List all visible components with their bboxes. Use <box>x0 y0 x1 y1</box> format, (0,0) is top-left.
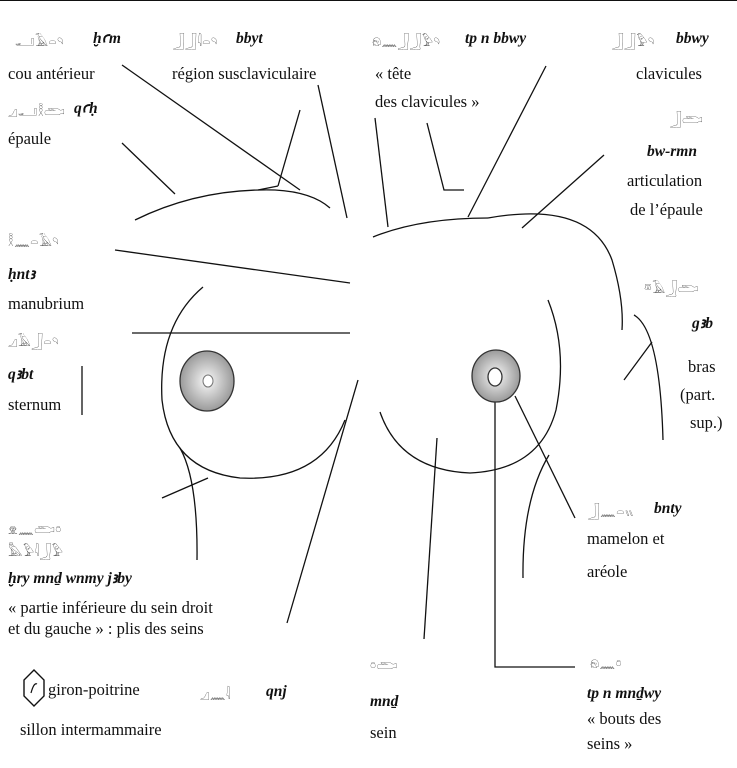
hieroglyph-mnd: 𓏌𓂧 <box>370 659 398 674</box>
top-rule <box>0 0 737 1</box>
left-arm-line <box>633 314 664 441</box>
right-body-side <box>179 447 198 561</box>
translit-hry-mnd: ḫry mnḏ wnmy jꜣby <box>8 570 132 587</box>
hieroglyph-q3bt: 𓈎𓄿𓃀𓏏𓄹 <box>8 335 59 350</box>
gloss-bw-rmn-1: articulation <box>627 171 703 190</box>
right-shoulder-curve <box>134 189 331 221</box>
hieroglyph-bbyt: 𓃀𓃀𓇋𓏏𓄹 <box>173 35 218 50</box>
hieroglyph-hry-mnd-2: 𓅓𓅱𓇋𓃀𓅱 <box>8 545 64 560</box>
left-nipple <box>487 367 503 387</box>
gloss-hry-mnd-2: et du gauche » : plis des seins <box>8 619 204 638</box>
translit-mnd: mnḏ <box>370 693 399 710</box>
gloss-g3b-1: bras <box>688 357 716 376</box>
translit-tp-n-bbwy: tp n bbwy <box>465 30 527 47</box>
translit-bbwy: bbwy <box>676 30 709 47</box>
hieroglyph-qnj: 𓈎𓈖𓇋 <box>200 688 231 703</box>
gloss-g3b-2: (part. <box>680 385 716 404</box>
gloss-hnt3: manubrium <box>8 294 85 313</box>
hieroglyph-bbwy: 𓃀𓃀𓅱𓄹 <box>612 35 655 50</box>
hieroglyph-qch: 𓈎𓂝𓎛𓂧 <box>8 105 66 120</box>
left-clavicle-curve <box>372 217 489 238</box>
hieroglyph-hnt3: 𓎛𓈖𓏏𓄿𓄹 <box>8 235 60 250</box>
hieroglyph-tp-n-mndwy: 𓁶𓈖𓏌 <box>590 657 623 672</box>
left-breast-outline <box>379 299 562 474</box>
gloss-bnty-2: aréole <box>587 562 628 581</box>
right-breast-outline <box>161 286 346 479</box>
translit-g3b: gꜣb <box>692 315 714 332</box>
gloss-hry-mnd-1: « partie inférieure du sein droit <box>8 598 213 617</box>
left-shoulder-curve <box>487 213 623 331</box>
gloss-tp-n-mndwy-2: seins » <box>587 734 633 753</box>
gloss-q3bt: sternum <box>8 395 62 414</box>
translit-q3bt: qꜣbt <box>8 366 34 383</box>
translit-bbyt: bbyt <box>236 30 263 47</box>
gloss-tp-n-mndwy-1: « bouts des <box>587 709 662 728</box>
hieroglyph-hry-mnd-1: 𓁷𓈖𓂧𓏌 <box>8 523 62 538</box>
gloss-qch: épaule <box>8 129 52 148</box>
gloss-tp-n-bbwy-1: « tête <box>375 64 412 83</box>
gloss-bbwy: clavicules <box>636 64 702 83</box>
hieroglyph-bnty: 𓃀𓈖𓏏𓏭 <box>588 505 634 520</box>
translit-qnj: qnj <box>266 683 287 700</box>
gloss-tp-n-bbwy-2: des clavicules » <box>375 92 480 111</box>
translit-tp-n-mndwy: tp n mnḏwy <box>587 685 662 702</box>
giron-cartouche-icon <box>23 669 45 707</box>
translit-hcm: ḫꜥm <box>93 30 121 47</box>
gloss-mnd: sein <box>370 723 397 742</box>
gloss-bw-rmn-2: de l’épaule <box>630 200 703 219</box>
gloss-g3b-3: sup.) <box>690 413 723 432</box>
hieroglyph-bw-rmn: 𓃀𓂧 <box>670 113 704 128</box>
left-body-side <box>522 454 550 579</box>
translit-hnt3: ḥntꜣ <box>8 266 36 283</box>
gloss-bbyt: région susclaviculaire <box>172 64 317 83</box>
hieroglyph-g3b: 𓎼𓄿𓃀𓂧 <box>644 282 699 297</box>
gloss-bnty-1: mamelon et <box>587 529 665 548</box>
gloss-hcm: cou antérieur <box>8 64 95 83</box>
translit-bnty: bnty <box>654 500 682 517</box>
right-nipple <box>202 374 214 388</box>
gloss-giron: giron-poitrine <box>48 680 140 699</box>
translit-qch: qꜥḥ <box>74 100 98 117</box>
gloss-qnj: sillon intermammaire <box>20 720 162 739</box>
hieroglyph-tp-n-bbwy: 𓁶𓈖𓃀𓃀𓅱𓄹 <box>372 35 441 50</box>
translit-bw-rmn: bw-rmn <box>647 143 697 160</box>
hieroglyph-hcm: 𓂝𓄿𓏏𓄹 <box>15 35 64 50</box>
